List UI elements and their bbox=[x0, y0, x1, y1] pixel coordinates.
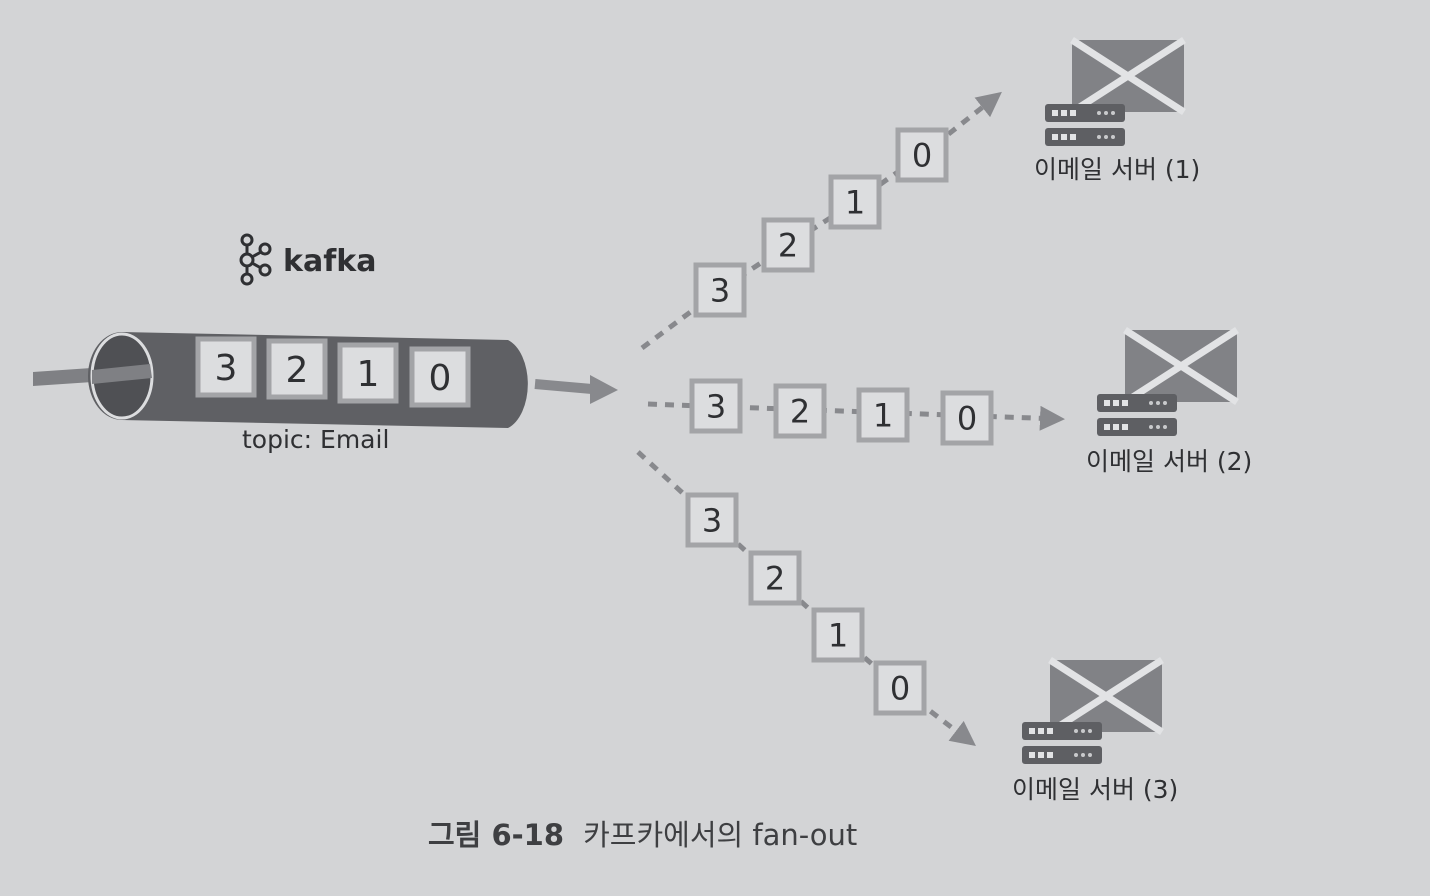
branch-3-message-2-label: 1 bbox=[828, 617, 848, 655]
pipe-message-2: 1 bbox=[337, 342, 399, 404]
envelope-icon bbox=[1070, 37, 1186, 115]
figure-caption: 그림 6-18 카프카에서의 fan-out bbox=[428, 812, 857, 854]
branch-2-message-0-label: 3 bbox=[706, 388, 726, 426]
branch-1-message-2: 1 bbox=[828, 174, 882, 230]
caption-number: 그림 6-18 bbox=[428, 818, 565, 852]
branch-1-message-2-label: 1 bbox=[845, 184, 865, 222]
email-server-1: 이메일 서버 (1) bbox=[1034, 37, 1200, 184]
branch-3-message-2: 1 bbox=[811, 607, 865, 663]
server-label: 이메일 서버 (1) bbox=[1034, 155, 1200, 184]
server-rack-icon bbox=[1022, 722, 1102, 764]
email-server-3: 이메일 서버 (3) bbox=[1012, 657, 1178, 804]
branch-3-message-0: 3 bbox=[685, 492, 739, 548]
server-label: 이메일 서버 (3) bbox=[1012, 775, 1178, 804]
branch-2-message-3-box bbox=[940, 390, 994, 446]
branch-1-message-1-box bbox=[761, 217, 815, 273]
branch-1-message-1-label: 2 bbox=[778, 227, 798, 265]
email-servers: 이메일 서버 (1) 이메일 서버 (2) 이메일 서버 (3) bbox=[1012, 37, 1252, 804]
server-rack-icon bbox=[1045, 104, 1125, 146]
pipe-message-3-label: 0 bbox=[429, 358, 452, 399]
branch-2-message-1-label: 2 bbox=[790, 393, 810, 431]
pipe-message-0-box bbox=[195, 336, 257, 398]
branch-2-message-1-box bbox=[773, 383, 827, 439]
server-label: 이메일 서버 (2) bbox=[1086, 447, 1252, 476]
branch-3-message-3: 0 bbox=[873, 660, 927, 716]
branch-2-message-1: 2 bbox=[773, 383, 827, 439]
caption-text: 카프카에서의 fan-out bbox=[583, 818, 858, 852]
input-line-inner bbox=[92, 364, 152, 384]
envelope-icon bbox=[1123, 327, 1239, 405]
pipe-message-0: 3 bbox=[195, 336, 257, 398]
server-rack-icon bbox=[1097, 394, 1177, 436]
branch-3-message-1-label: 2 bbox=[765, 560, 785, 598]
branch-3-message-2-box bbox=[811, 607, 865, 663]
branch-2-message-2-label: 1 bbox=[873, 397, 893, 435]
pipe-messages: 3 2 1 0 bbox=[195, 336, 471, 408]
pipe-message-2-label: 1 bbox=[357, 354, 380, 395]
branch-1-message-3: 0 bbox=[895, 127, 949, 183]
branch-3-message-0-label: 3 bbox=[702, 502, 722, 540]
email-server-2: 이메일 서버 (2) bbox=[1086, 327, 1252, 476]
branch-3-message-3-label: 0 bbox=[890, 670, 910, 708]
branch-2-message-3-label: 0 bbox=[957, 400, 977, 438]
branch-1-message-0: 3 bbox=[693, 262, 747, 318]
branch-2-message-0: 3 bbox=[689, 378, 743, 434]
pipe-message-0-label: 3 bbox=[215, 348, 238, 389]
pipe-output-arrow bbox=[534, 379, 593, 394]
branch-3-message-0-box bbox=[685, 492, 739, 548]
kafka-logo-icon bbox=[239, 233, 272, 286]
branch-3-message-3-box bbox=[873, 660, 927, 716]
branch-3-message-1: 2 bbox=[748, 550, 802, 606]
pipe-message-1: 2 bbox=[266, 338, 328, 400]
pipe-message-2-box bbox=[337, 342, 399, 404]
pipe-output-arrowhead bbox=[590, 375, 618, 404]
pipe-message-3-box bbox=[409, 346, 471, 408]
branch-2-message-2-box bbox=[856, 387, 910, 443]
branch-1-message-0-label: 3 bbox=[710, 272, 730, 310]
branch-1-message-1: 2 bbox=[761, 217, 815, 273]
kafka-logo-text: kafka bbox=[283, 244, 376, 279]
branch-2-message-2: 1 bbox=[856, 387, 910, 443]
branch-1-message-3-box bbox=[895, 127, 949, 183]
branch-3-message-1-box bbox=[748, 550, 802, 606]
pipe-message-1-label: 2 bbox=[286, 350, 309, 391]
branch-1-message-2-box bbox=[828, 174, 882, 230]
topic-label: topic: Email bbox=[242, 425, 389, 454]
branch-1-message-3-label: 0 bbox=[912, 137, 932, 175]
branch-2-message-0-box bbox=[689, 378, 743, 434]
branch-2-message-3: 0 bbox=[940, 390, 994, 446]
envelope-icon bbox=[1048, 657, 1164, 735]
kafka-logo: kafka bbox=[239, 233, 376, 286]
branch-1-message-0-box bbox=[693, 262, 747, 318]
pipe-message-3: 0 bbox=[409, 346, 471, 408]
branch-messages: 3 2 1 0 3 2 1 0 3 2 1 0 bbox=[685, 127, 994, 716]
branch-3-connector bbox=[636, 450, 976, 747]
pipe-message-1-box bbox=[266, 338, 328, 400]
